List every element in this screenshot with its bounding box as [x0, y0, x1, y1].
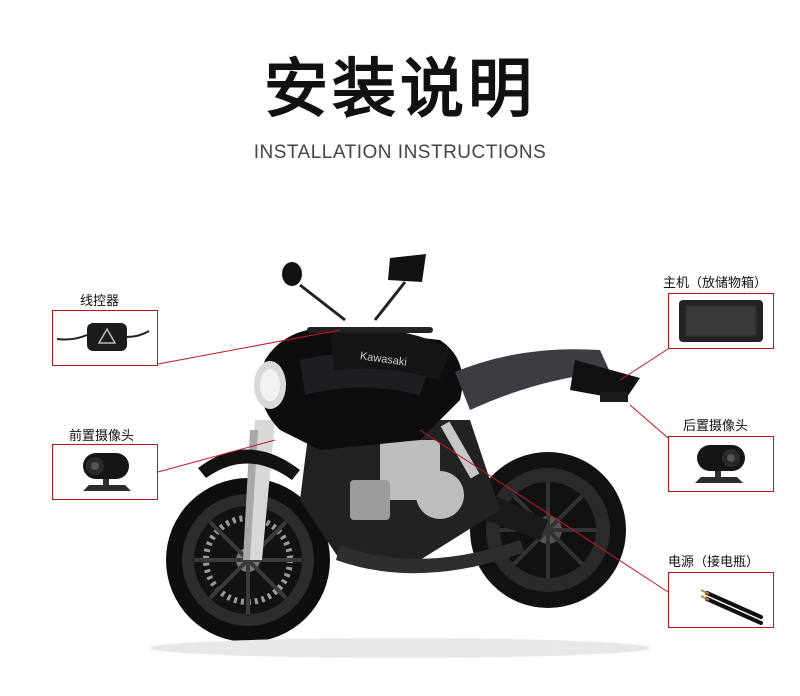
- page-subtitle: INSTALLATION INSTRUCTIONS: [253, 142, 547, 163]
- rear-camera-icon: [695, 445, 745, 483]
- left-mirror: [282, 262, 302, 286]
- front-camera-box: [52, 444, 158, 500]
- wire-controller-box: [52, 310, 158, 366]
- engine: [350, 440, 464, 520]
- main-unit-icon: [679, 300, 763, 342]
- main-unit-box: [668, 293, 774, 349]
- front-camera-icon: [83, 453, 131, 491]
- power-label: 电源（接电瓶）: [668, 555, 760, 570]
- main-unit-label: 主机（放储物箱）: [663, 276, 768, 291]
- wire-controller-icon: [56, 323, 150, 351]
- right-mirror: [388, 254, 426, 282]
- rear-camera-box: [668, 436, 774, 492]
- front-camera-label: 前置摄像头: [69, 429, 135, 444]
- power-box: [668, 572, 774, 628]
- power-cable-icon: [700, 589, 763, 625]
- page-title: 安装说明: [264, 53, 536, 127]
- rear-camera-label: 后置摄像头: [683, 419, 749, 434]
- wire-controller-label: 线控器: [80, 294, 120, 309]
